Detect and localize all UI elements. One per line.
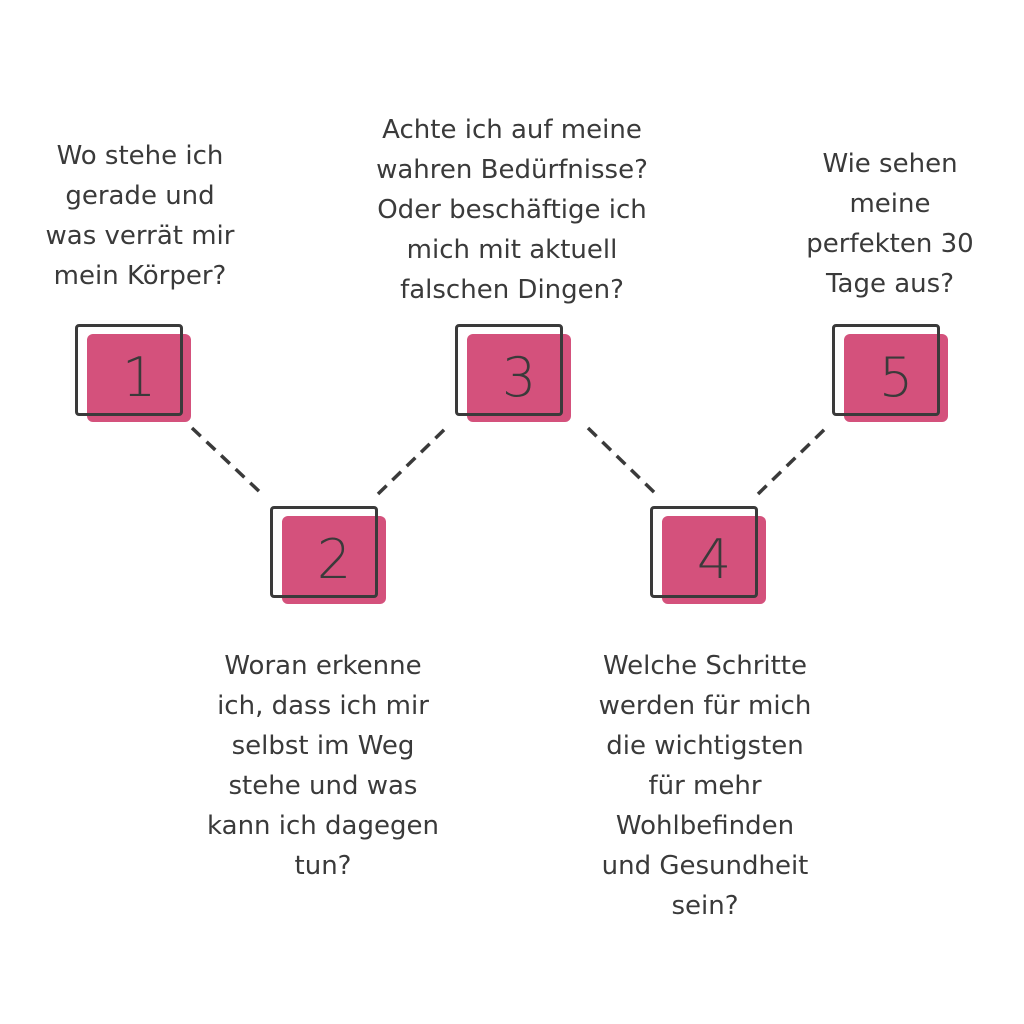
step-2-line: Woran erkenne — [224, 651, 422, 681]
step-4-frame — [650, 506, 758, 598]
connector-1-2 — [190, 426, 264, 496]
step-2-line: kann ich dagegen — [207, 811, 439, 841]
step-2-fill — [282, 516, 386, 604]
step-3-line: falschen Dingen? — [400, 275, 624, 305]
step-4-fill — [662, 516, 766, 604]
step-3-line: wahren Bedürfnisse? — [376, 155, 648, 185]
step-2-line: stehe und was — [228, 771, 418, 801]
step-4-line: Welche Schritte — [602, 651, 807, 681]
step-2-line: ich, dass ich mir — [217, 691, 429, 721]
step-3-fill — [467, 334, 571, 422]
step-3-number: 3 — [501, 346, 537, 409]
step-2-line: tun? — [294, 851, 352, 881]
step-2-box: 2 — [270, 506, 390, 606]
step-1-line: Wo stehe ich — [56, 141, 224, 171]
step-2-question: Woran erkenne ich, dass ich mir selbst i… — [168, 646, 478, 886]
step-3-line: mich mit aktuell — [406, 235, 618, 265]
connector-2-3 — [376, 426, 448, 496]
step-5-box: 5 — [832, 324, 952, 424]
step-5-line: perfekten 30 — [806, 229, 974, 259]
step-4-question: Welche Schritte werden für mich die wich… — [555, 646, 855, 926]
step-4-line: sein? — [671, 891, 739, 921]
step-5-line: Tage aus? — [825, 269, 955, 299]
step-4-line: und Gesundheit — [601, 851, 809, 881]
step-1-fill — [87, 334, 191, 422]
step-5-question: Wie sehen meine perfekten 30 Tage aus? — [770, 144, 1010, 304]
step-2-frame — [270, 506, 378, 598]
step-5-number: 5 — [878, 346, 914, 409]
step-3-box: 3 — [455, 324, 575, 424]
step-1-line: mein Körper? — [53, 261, 227, 291]
step-5-line: meine — [849, 189, 931, 219]
step-4-line: Wohlbefinden — [615, 811, 795, 841]
step-4-box: 4 — [650, 506, 770, 606]
connector-3-4 — [586, 426, 658, 496]
step-4-line: die wichtigsten — [606, 731, 804, 761]
step-3-frame — [455, 324, 563, 416]
step-4-number: 4 — [696, 528, 732, 591]
step-3-line: Oder beschäftige ich — [377, 195, 647, 225]
step-4-line: werden für mich — [598, 691, 812, 721]
step-2-number: 2 — [316, 528, 352, 591]
step-4-line: für mehr — [648, 771, 762, 801]
step-1-box: 1 — [75, 324, 195, 424]
step-1-line: was verrät mir — [45, 221, 235, 251]
step-3-question: Achte ich auf meine wahren Bedürfnisse? … — [332, 110, 692, 310]
step-1-line: gerade und — [65, 181, 215, 211]
step-5-frame — [832, 324, 940, 416]
step-5-fill — [844, 334, 948, 422]
step-5-line: Wie sehen — [822, 149, 958, 179]
step-1-number: 1 — [121, 346, 157, 409]
step-3-line: Achte ich auf meine — [382, 115, 642, 145]
step-1-question: Wo stehe ich gerade und was verrät mir m… — [20, 136, 260, 296]
step-1-frame — [75, 324, 183, 416]
step-2-line: selbst im Weg — [231, 731, 415, 761]
connector-4-5 — [756, 426, 828, 496]
